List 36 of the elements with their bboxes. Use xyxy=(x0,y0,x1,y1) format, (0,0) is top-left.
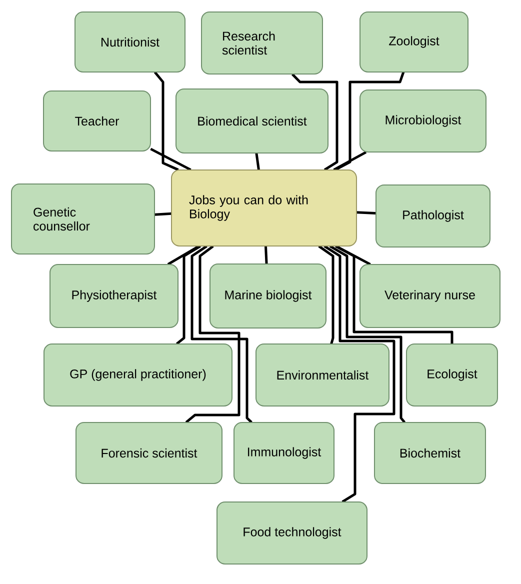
connector-line xyxy=(154,71,179,171)
connector-line xyxy=(324,245,396,503)
connector-line xyxy=(334,72,405,171)
job-box: Ecologist xyxy=(406,344,498,406)
connector-line xyxy=(150,148,192,171)
job-box: Zoologist xyxy=(360,12,468,72)
job-box: Marine biologist xyxy=(210,264,326,328)
job-box: Teacher xyxy=(43,90,151,152)
job-box: Food technologist xyxy=(216,502,368,564)
job-box: Nutritionist xyxy=(74,12,186,72)
job-box: Biomedical scientist xyxy=(176,88,328,154)
connector-line xyxy=(329,245,406,424)
connector-line xyxy=(318,245,334,344)
job-box: Physiotherapist xyxy=(50,264,178,328)
job-box: Veterinary nurse xyxy=(360,264,500,328)
job-box: GP (general practitioner) xyxy=(44,344,232,406)
central-box: Jobs you can do with Biology xyxy=(171,170,357,246)
job-box: Pathologist xyxy=(376,184,490,248)
connector-line xyxy=(185,245,240,424)
connector-line xyxy=(335,245,454,344)
job-box: Forensic scientist xyxy=(76,422,222,484)
connector-line xyxy=(190,245,252,424)
job-box: Microbiologist xyxy=(360,90,486,152)
connector-line xyxy=(176,245,201,345)
job-box: Environmentalist xyxy=(256,344,390,406)
connector-line xyxy=(255,153,260,170)
connector-line xyxy=(333,151,367,171)
connector-line xyxy=(167,245,200,266)
job-box: Biochemist xyxy=(374,422,486,484)
connector-line xyxy=(264,246,268,264)
job-box: Immunologist xyxy=(234,422,334,484)
connector-line xyxy=(154,212,172,216)
connector-line xyxy=(292,73,338,171)
job-box: Research scientist xyxy=(201,12,323,74)
job-box: Genetic counsellor xyxy=(11,184,155,254)
connector-line xyxy=(356,211,376,215)
